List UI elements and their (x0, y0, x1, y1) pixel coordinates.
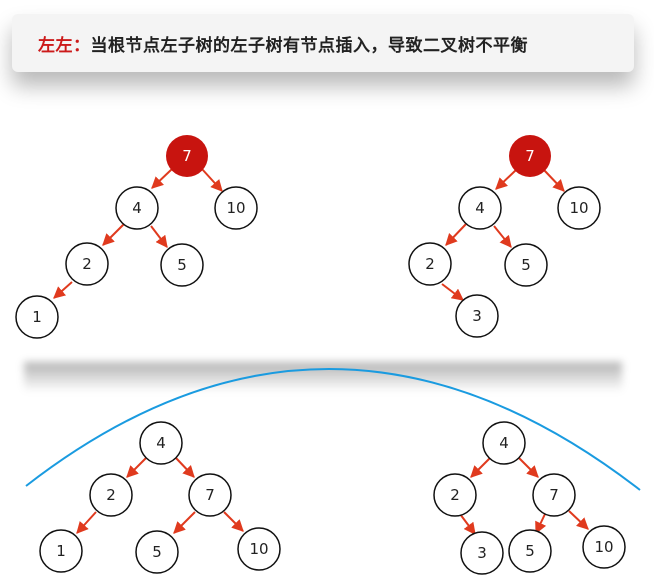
edge (568, 510, 589, 530)
svg-text:5: 5 (177, 256, 187, 274)
section-divider-shadow (24, 362, 622, 392)
edge (495, 169, 517, 190)
tree-node: 3 (460, 531, 504, 575)
tree-node: 4 (482, 421, 526, 465)
edge (441, 283, 464, 301)
edge (535, 513, 547, 535)
tree-node: 1 (15, 295, 59, 339)
svg-text:7: 7 (525, 147, 535, 165)
tree-node: 5 (135, 530, 179, 574)
svg-text:1: 1 (56, 542, 66, 560)
edge (76, 511, 97, 534)
svg-text:3: 3 (477, 544, 487, 562)
tree-node: 5 (508, 529, 552, 573)
svg-text:4: 4 (132, 199, 142, 217)
tree-top-right: 7 4 10 2 5 3 (408, 135, 601, 338)
svg-text:2: 2 (106, 486, 116, 504)
edge (470, 457, 491, 478)
svg-text:2: 2 (82, 255, 92, 273)
tree-node: 2 (89, 473, 133, 517)
edge (493, 225, 512, 248)
svg-text:7: 7 (182, 147, 192, 165)
svg-text:1: 1 (32, 308, 42, 326)
tree-node: 4 (115, 186, 159, 230)
tree-node: 2 (433, 473, 477, 517)
edge (223, 511, 244, 532)
edge (150, 225, 168, 248)
svg-text:7: 7 (549, 486, 559, 504)
tree-node: 4 (139, 421, 183, 465)
tree-node: 5 (160, 243, 204, 287)
edge (445, 223, 467, 246)
edge (102, 223, 125, 246)
edge (543, 169, 565, 192)
tree-node: 3 (455, 294, 499, 338)
title-banner: 左左：当根节点左子树的左子树有节点插入，导致二叉树不平衡 (12, 14, 634, 72)
svg-text:10: 10 (226, 199, 245, 217)
edge (518, 457, 539, 478)
svg-text:4: 4 (499, 434, 509, 452)
svg-text:4: 4 (156, 434, 166, 452)
edge (201, 168, 223, 192)
edge (173, 511, 196, 534)
svg-text:2: 2 (425, 255, 435, 273)
svg-text:2: 2 (450, 486, 460, 504)
tree-node: 7 (532, 473, 576, 517)
tree-node: 10 (237, 527, 281, 571)
svg-text:10: 10 (249, 540, 268, 558)
tree-node: 10 (214, 186, 258, 230)
tree-top-left: 7 4 10 2 5 1 (15, 135, 258, 339)
tree-node: 7 (188, 473, 232, 517)
tree-node: 2 (65, 242, 109, 286)
edge (175, 457, 195, 478)
tree-node: 10 (582, 525, 626, 569)
title-text: 当根节点左子树的左子树有节点插入，导致二叉树不平衡 (90, 35, 528, 56)
edge (459, 513, 476, 535)
tree-node: 2 (408, 242, 452, 286)
title-highlight: 左左： (38, 35, 91, 56)
tree-node-root: 7 (509, 135, 551, 177)
svg-text:4: 4 (475, 199, 485, 217)
edge (53, 281, 73, 299)
tree-node: 10 (557, 186, 601, 230)
svg-text:7: 7 (205, 486, 215, 504)
svg-text:10: 10 (569, 199, 588, 217)
tree-node: 5 (504, 243, 548, 287)
tree-node-root: 7 (166, 135, 208, 177)
svg-text:5: 5 (152, 543, 162, 561)
tree-bottom-right: 4 2 7 3 5 10 (433, 421, 626, 575)
edge (126, 457, 147, 478)
edge (151, 168, 173, 189)
svg-text:10: 10 (594, 538, 613, 556)
tree-node: 1 (39, 529, 83, 573)
svg-text:5: 5 (521, 256, 531, 274)
tree-bottom-left: 4 2 7 1 5 10 (39, 421, 281, 574)
tree-node: 4 (458, 186, 502, 230)
svg-text:5: 5 (525, 542, 535, 560)
svg-text:3: 3 (472, 307, 482, 325)
rotation-arc (25, 368, 641, 491)
